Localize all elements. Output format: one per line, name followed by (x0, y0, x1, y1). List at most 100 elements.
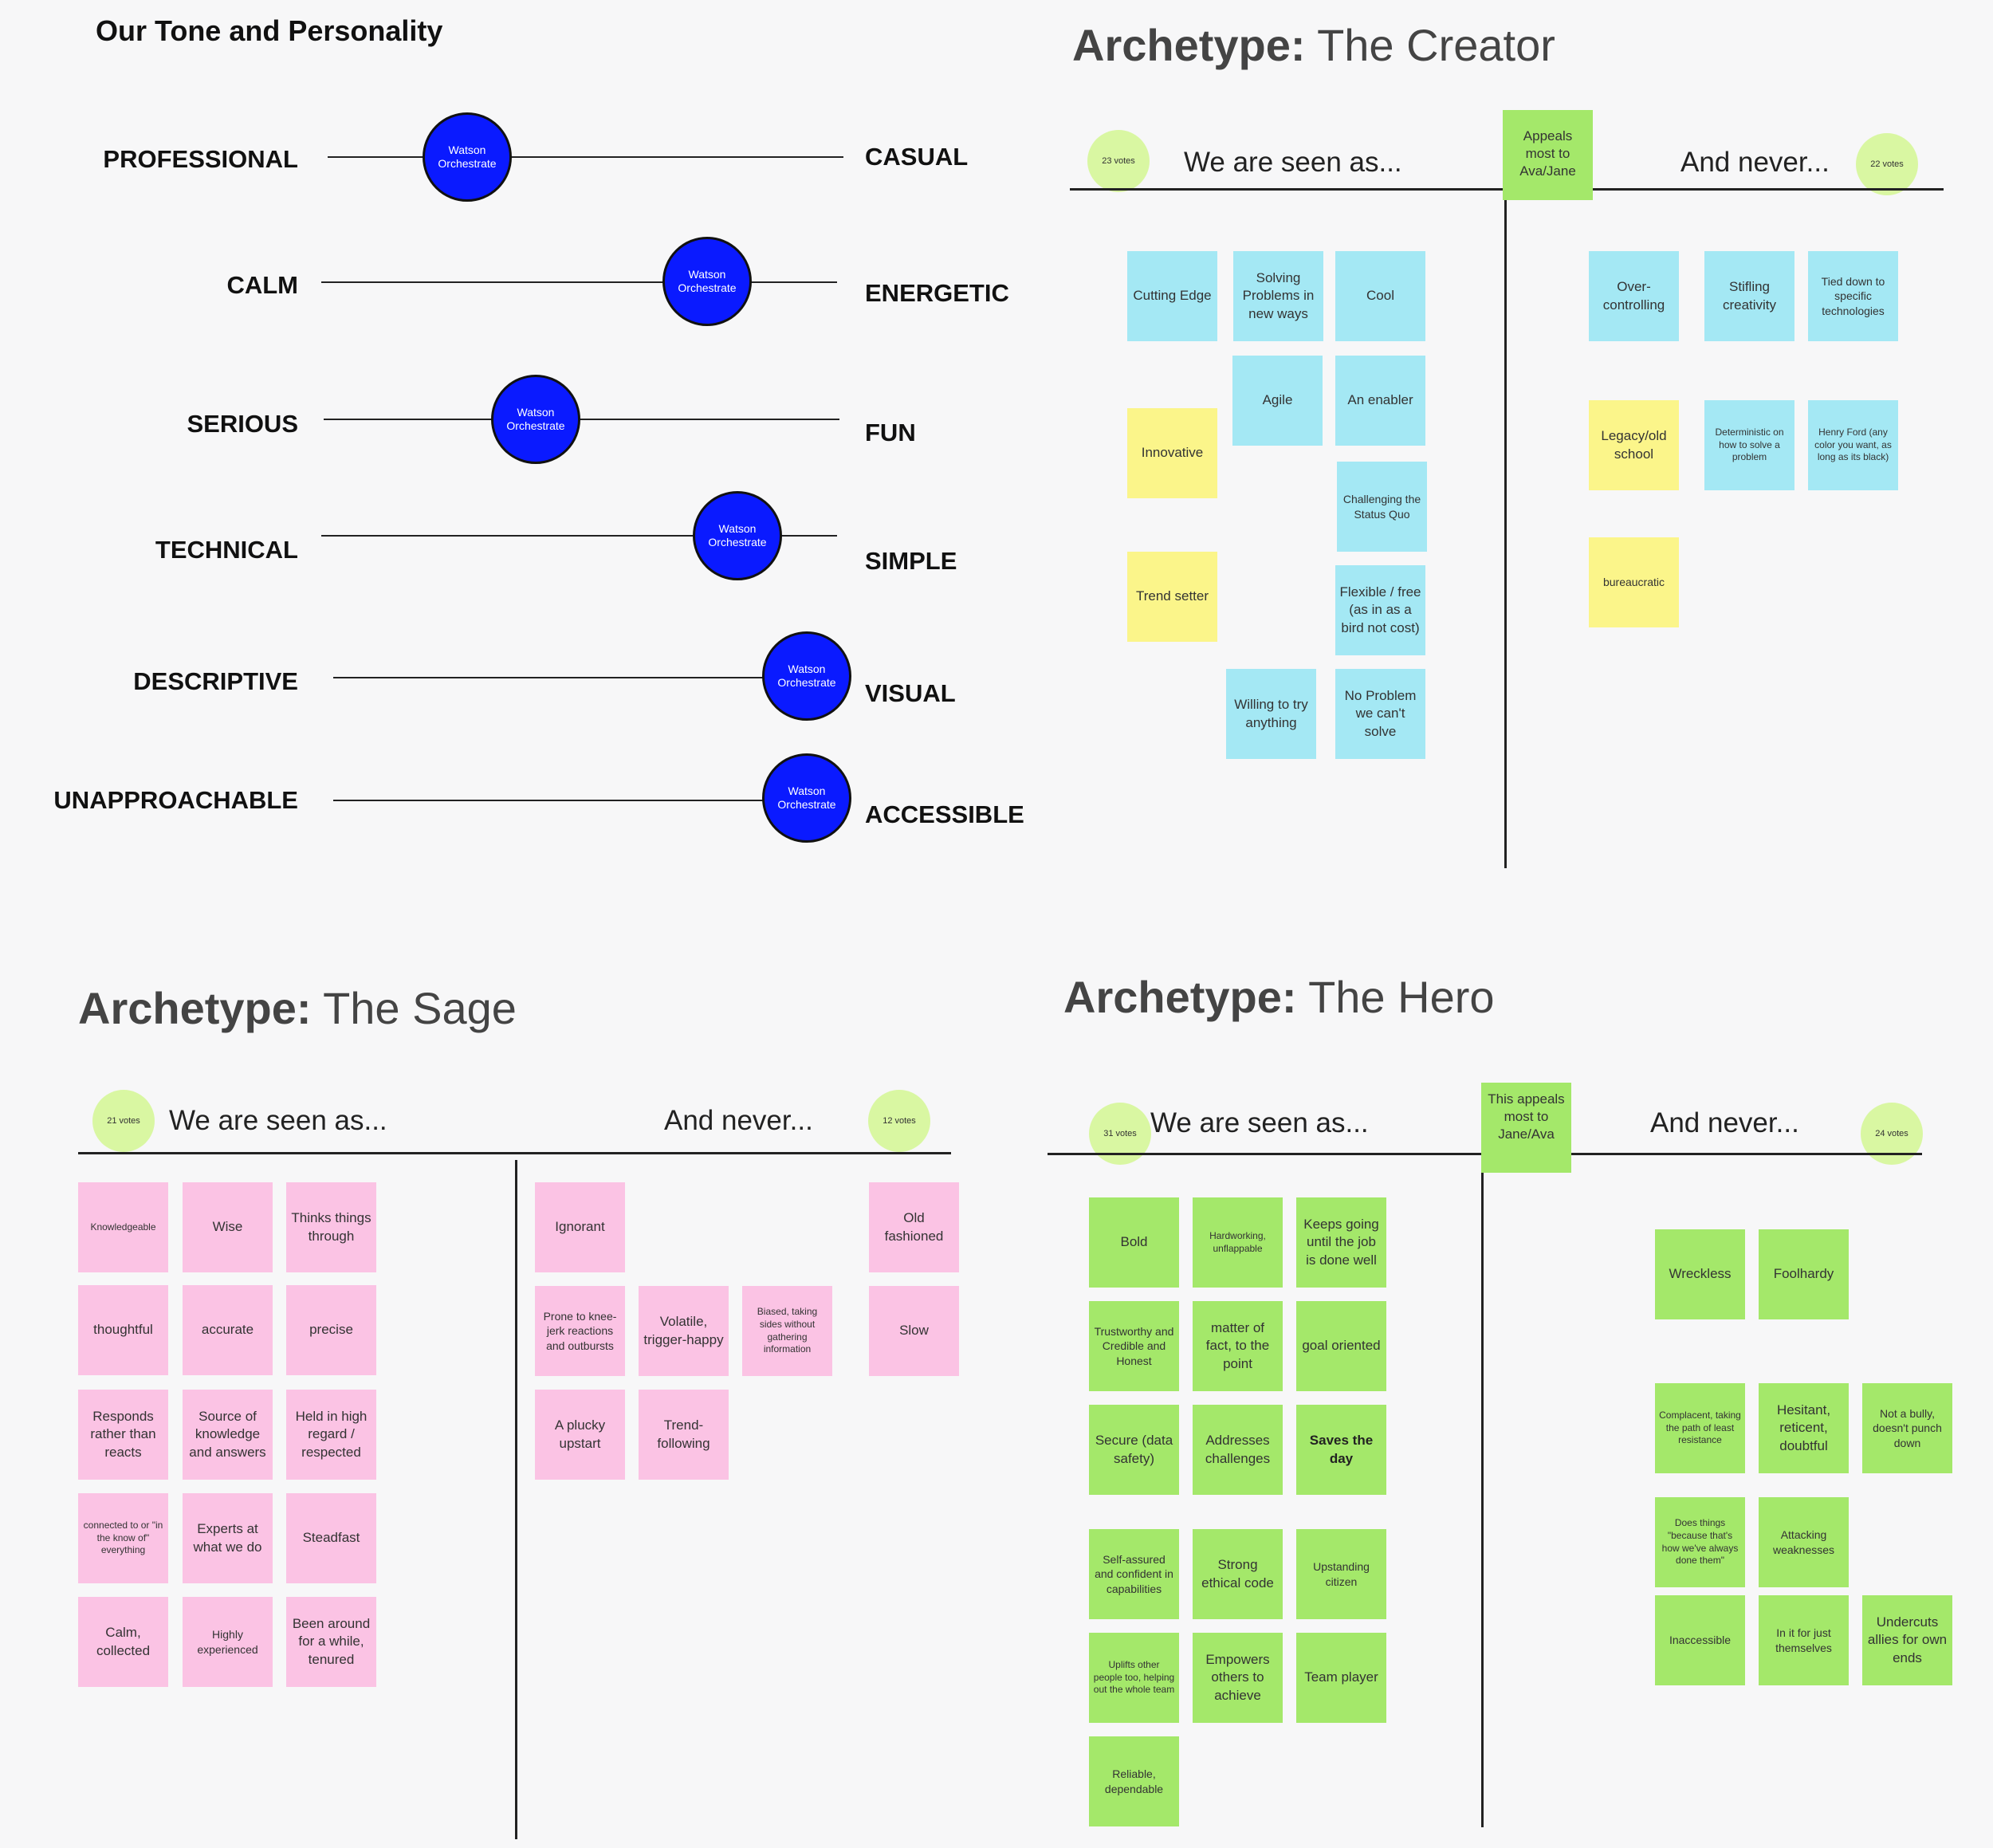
sage-title: Archetype: The Sage (78, 983, 517, 1033)
sticky-note[interactable]: Been around for a while, tenured (286, 1597, 376, 1687)
sticky-note[interactable]: Agile (1232, 356, 1323, 446)
sage-never-votes: 12 votes (868, 1090, 930, 1152)
slider-knob[interactable]: Watson Orchestrate (423, 112, 512, 202)
sticky-note[interactable]: Cool (1335, 251, 1425, 341)
sticky-note[interactable]: connected to or "in the know of" everyth… (78, 1493, 168, 1583)
sticky-note[interactable]: Addresses challenges (1193, 1405, 1283, 1495)
slider-knob[interactable]: Watson Orchestrate (491, 375, 580, 464)
sticky-note[interactable]: Slow (869, 1286, 959, 1376)
sticky-note[interactable]: matter of fact, to the point (1193, 1301, 1283, 1391)
sticky-note[interactable]: Foolhardy (1759, 1229, 1849, 1319)
sticky-note[interactable]: goal oriented (1296, 1301, 1386, 1391)
sticky-note[interactable]: Undercuts allies for own ends (1862, 1595, 1952, 1685)
sticky-note[interactable]: Reliable, dependable (1089, 1736, 1179, 1826)
sticky-note[interactable]: Experts at what we do (183, 1493, 273, 1583)
sticky-note[interactable]: Old fashioned (869, 1182, 959, 1272)
sticky-note[interactable]: Deterministic on how to solve a problem (1704, 400, 1794, 490)
slider-knob[interactable]: Watson Orchestrate (693, 491, 782, 580)
sticky-note[interactable]: Hardworking, unflappable (1193, 1197, 1283, 1288)
sticky-note[interactable]: Complacent, taking the path of least res… (1655, 1383, 1745, 1473)
sticky-note[interactable]: Trend setter (1127, 552, 1217, 642)
sticky-note[interactable]: Bold (1089, 1197, 1179, 1288)
sage-divider (515, 1160, 517, 1839)
hero-seen-heading: We are seen as... (1150, 1107, 1369, 1138)
slider-left-label: PROFESSIONAL (103, 145, 298, 173)
sticky-note[interactable]: Uplifts other people too, helping out th… (1089, 1633, 1179, 1723)
sticky-note[interactable]: Upstanding citizen (1296, 1529, 1386, 1619)
sticky-note[interactable]: Does things "because that's how we've al… (1655, 1497, 1745, 1587)
hero-never-votes: 24 votes (1861, 1103, 1923, 1165)
sticky-note[interactable]: Stifling creativity (1704, 251, 1794, 341)
sticky-note[interactable]: No Problem we can't solve (1335, 669, 1425, 759)
sticky-note[interactable]: Over-controlling (1589, 251, 1679, 341)
sticky-note[interactable]: Tied down to specific technologies (1808, 251, 1898, 341)
hero-seen-votes: 31 votes (1089, 1103, 1151, 1165)
hero-callout-note[interactable]: This appeals most to Jane/Ava (1481, 1083, 1571, 1173)
sticky-note[interactable]: Source of knowledge and answers (183, 1390, 273, 1480)
sticky-note[interactable]: accurate (183, 1285, 273, 1375)
hero-never-heading: And never... (1650, 1107, 1799, 1138)
sticky-note[interactable]: In it for just themselves (1759, 1595, 1849, 1685)
sticky-note[interactable]: Biased, taking sides without gathering i… (742, 1286, 832, 1376)
sticky-note[interactable]: Willing to try anything (1226, 669, 1316, 759)
slider-right-label: ENERGETIC (865, 279, 1009, 307)
sticky-note[interactable]: Steadfast (286, 1493, 376, 1583)
creator-never-heading: And never... (1680, 147, 1830, 178)
sage-seen-votes: 21 votes (92, 1090, 155, 1152)
sage-seen-heading: We are seen as... (169, 1105, 387, 1136)
slider-knob[interactable]: Watson Orchestrate (762, 753, 851, 843)
sticky-note[interactable]: Flexible / free (as in as a bird not cos… (1335, 565, 1425, 655)
sticky-note[interactable]: Attacking weaknesses (1759, 1497, 1849, 1587)
slider-track (321, 535, 837, 537)
sticky-note[interactable]: thoughtful (78, 1285, 168, 1375)
sticky-note[interactable]: Ignorant (535, 1182, 625, 1272)
sticky-note[interactable]: Hesitant, reticent, doubtful (1759, 1383, 1849, 1473)
sticky-note[interactable]: Henry Ford (any color you want, as long … (1808, 400, 1898, 490)
sticky-note[interactable]: Solving Problems in new ways (1233, 251, 1323, 341)
sticky-note[interactable]: Thinks things through (286, 1182, 376, 1272)
slider-left-label: TECHNICAL (155, 536, 298, 564)
sticky-note[interactable]: Challenging the Status Quo (1337, 462, 1427, 552)
sticky-note[interactable]: Trustworthy and Credible and Honest (1089, 1301, 1179, 1391)
slider-knob[interactable]: Watson Orchestrate (762, 631, 851, 721)
sticky-note[interactable]: Keeps going until the job is done well (1296, 1197, 1386, 1288)
slider-right-label: VISUAL (865, 679, 956, 707)
sticky-note[interactable]: Team player (1296, 1633, 1386, 1723)
sage-header-line (78, 1152, 951, 1154)
sticky-note[interactable]: Highly experienced (183, 1597, 273, 1687)
sticky-note[interactable]: Self-assured and confident in capabiliti… (1089, 1529, 1179, 1619)
slider-track (333, 677, 849, 678)
sticky-note[interactable]: Trend-following (639, 1390, 729, 1480)
sticky-note[interactable]: precise (286, 1285, 376, 1375)
slider-track (333, 800, 849, 801)
slider-left-label: DESCRIPTIVE (133, 667, 298, 695)
sticky-note[interactable]: Wise (183, 1182, 273, 1272)
sticky-note[interactable]: bureaucratic (1589, 537, 1679, 627)
sticky-note[interactable]: Volatile, trigger-happy (639, 1286, 729, 1376)
slider-left-label: SERIOUS (187, 410, 298, 438)
sticky-note[interactable]: Wreckless (1655, 1229, 1745, 1319)
sticky-note[interactable]: Secure (data safety) (1089, 1405, 1179, 1495)
sticky-note[interactable]: Prone to knee-jerk reactions and outburs… (535, 1286, 625, 1376)
sticky-note[interactable]: Innovative (1127, 408, 1217, 498)
sticky-note[interactable]: Empowers others to achieve (1193, 1633, 1283, 1723)
sticky-note[interactable]: Legacy/old school (1589, 400, 1679, 490)
sticky-note[interactable]: Inaccessible (1655, 1595, 1745, 1685)
sticky-note[interactable]: Knowledgeable (78, 1182, 168, 1272)
creator-callout-note[interactable]: Appeals most to Ava/Jane (1503, 110, 1593, 200)
sticky-note[interactable]: Calm, collected (78, 1597, 168, 1687)
creator-seen-heading: We are seen as... (1184, 147, 1402, 178)
creator-divider (1504, 188, 1507, 868)
slider-track (324, 419, 839, 420)
sticky-note[interactable]: Held in high regard / respected (286, 1390, 376, 1480)
sticky-note[interactable]: Responds rather than reacts (78, 1390, 168, 1480)
sticky-note[interactable]: An enabler (1335, 356, 1425, 446)
slider-right-label: CASUAL (865, 143, 969, 171)
sticky-note[interactable]: Cutting Edge (1127, 251, 1217, 341)
sticky-note[interactable]: Strong ethical code (1193, 1529, 1283, 1619)
sticky-note[interactable]: Saves the day (1296, 1405, 1386, 1495)
sticky-note[interactable]: A plucky upstart (535, 1390, 625, 1480)
sticky-note[interactable]: Not a bully, doesn't punch down (1862, 1383, 1952, 1473)
slider-knob[interactable]: Watson Orchestrate (662, 237, 752, 326)
hero-title: Archetype: The Hero (1063, 972, 1495, 1022)
